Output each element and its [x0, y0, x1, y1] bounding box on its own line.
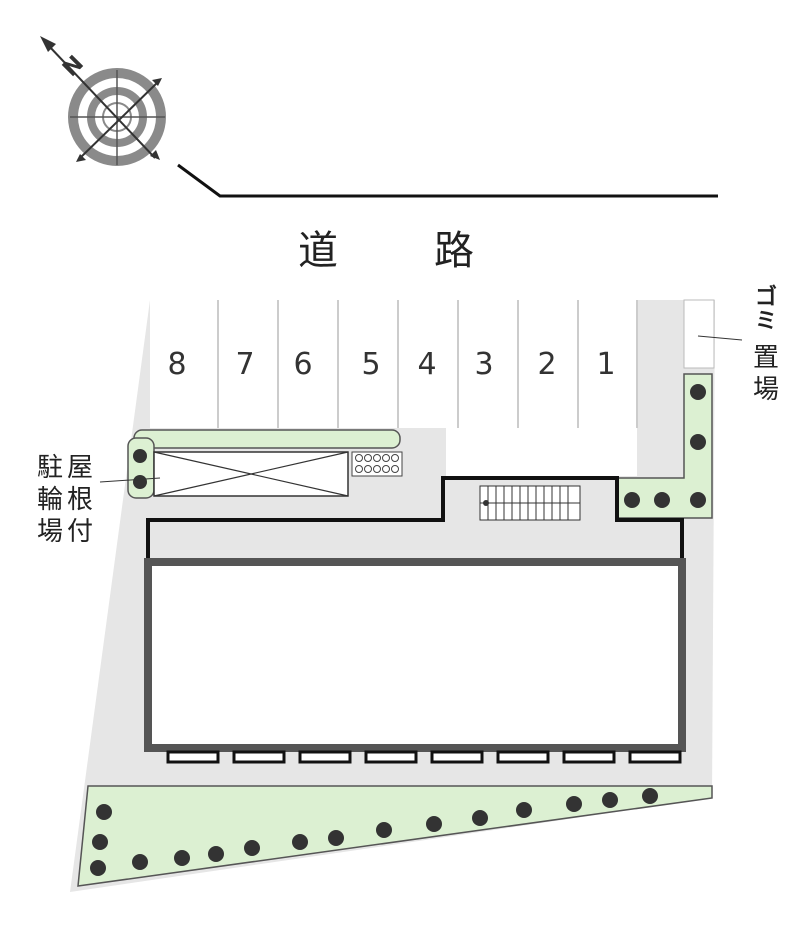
- parking-space-number: 8: [167, 347, 186, 382]
- planting-strip: [127, 437, 155, 499]
- parking-space-number: 7: [235, 347, 254, 382]
- road-label: 道 路: [298, 228, 502, 274]
- stairs-icon: [479, 485, 581, 521]
- planting-bottom: [77, 785, 713, 887]
- utility-box: [351, 451, 403, 477]
- parking-area: 8 7 6 5 4 3 2 1: [150, 300, 638, 428]
- garbage-area: [683, 299, 715, 369]
- bicycle-parking-label-right: 屋根付: [66, 453, 93, 547]
- road-edge: [177, 163, 718, 198]
- balconies: [166, 750, 682, 764]
- parking-space-number: 6: [293, 347, 312, 382]
- parking-space-number: 1: [596, 347, 615, 382]
- compass-north-label: N: [58, 51, 89, 82]
- bicycle-shed: [153, 451, 349, 497]
- parking-space-number: 2: [537, 347, 556, 382]
- main-building: [144, 558, 686, 752]
- garbage-label-line2: 置場: [752, 343, 779, 405]
- planting-strip: [133, 429, 401, 449]
- parking-space-number: 4: [417, 347, 436, 382]
- garbage-label-line1: ゴミ: [754, 285, 777, 334]
- parking-space-number: 3: [474, 347, 493, 382]
- parking-space-number: 5: [361, 347, 380, 382]
- compass-icon: N: [40, 36, 166, 166]
- bicycle-parking-label-left: 駐輪場: [36, 453, 63, 547]
